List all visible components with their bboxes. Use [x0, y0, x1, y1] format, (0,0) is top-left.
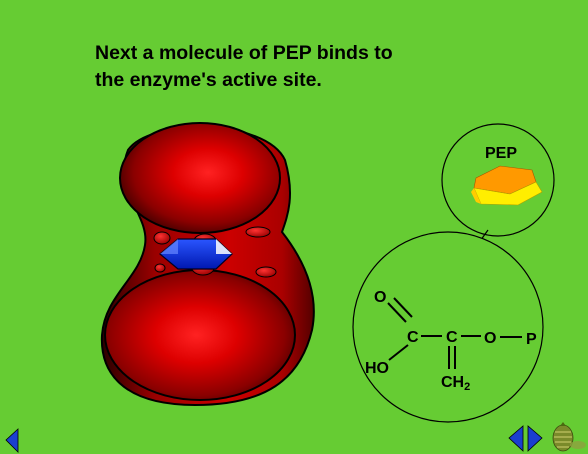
atom-ho: HO [365, 360, 389, 377]
slide-caption: Next a molecule of PEP binds to the enzy… [95, 40, 515, 94]
caption-line-2: the enzyme's active site. [95, 69, 322, 91]
enzyme-model [100, 122, 315, 407]
bonds [387, 297, 522, 369]
caption-line-1: Next a molecule of PEP binds to [95, 42, 393, 64]
atom-o-carbonyl: O [374, 289, 386, 306]
triangle-left-icon [508, 425, 524, 452]
atom-p: P [526, 331, 537, 348]
pinecone-logo-icon [552, 422, 586, 452]
structure-callout: O C C O P HO CH2 [352, 231, 544, 423]
atom-o-ester: O [484, 330, 496, 347]
atom-ch2: CH2 [441, 374, 470, 393]
structure-callout-circle [352, 231, 544, 423]
substrate-arrow-icon [159, 238, 233, 270]
pep-callout: PEP [441, 123, 555, 245]
triangle-left-icon [5, 428, 19, 453]
atom-c1: C [407, 329, 419, 346]
pep-label: PEP [485, 145, 517, 162]
atom-c2: C [446, 329, 458, 346]
pep-shape-icon [471, 165, 543, 206]
enzyme-top-lobe [119, 122, 281, 234]
previous-slide-button[interactable] [508, 425, 524, 452]
back-to-start-button[interactable] [5, 428, 19, 453]
enzyme-bottom-lobe [104, 269, 296, 401]
triangle-right-icon [527, 425, 543, 452]
next-slide-button[interactable] [527, 425, 543, 452]
